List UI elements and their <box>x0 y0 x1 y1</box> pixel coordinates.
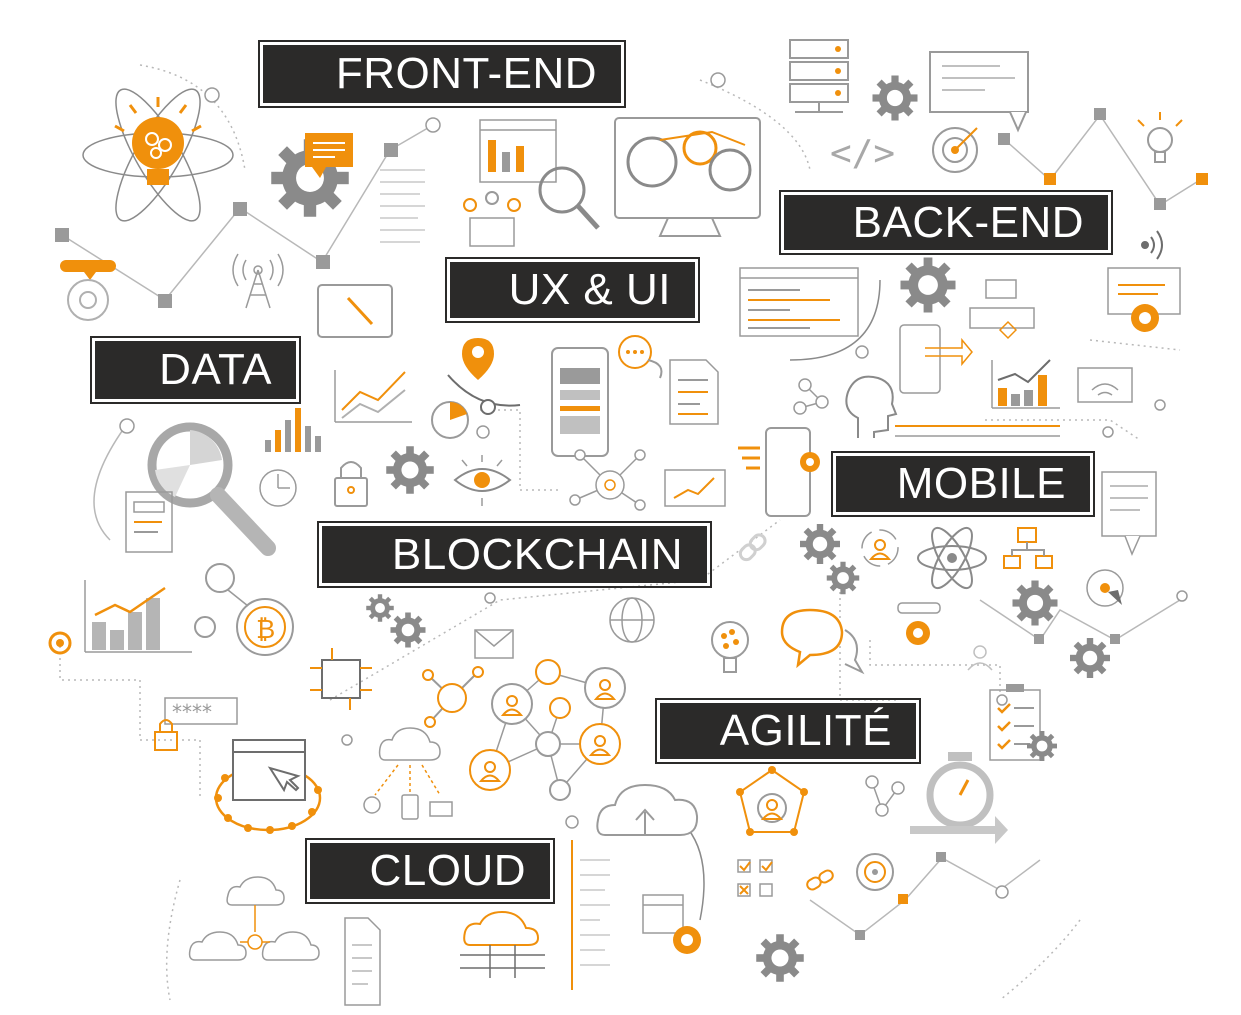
mail-icon <box>474 629 514 659</box>
cloud-network-icon <box>188 876 320 961</box>
flowchart-icon <box>969 279 1035 340</box>
data-magnifier-icon <box>147 422 276 556</box>
bar-chart-window-icon <box>479 119 557 183</box>
label-data: DATA <box>90 336 301 404</box>
signal-icon <box>1141 230 1163 260</box>
network-links-icon <box>865 775 905 817</box>
report-icon <box>125 491 173 553</box>
book-gears-icon <box>463 191 521 247</box>
eye-icon <box>453 455 512 506</box>
chip-icon <box>310 648 372 710</box>
cloud-devices-icon <box>363 727 453 820</box>
label-agilite-text: AGILITÉ <box>719 706 892 755</box>
link-icon <box>738 533 767 562</box>
magnifier-icon <box>538 166 600 230</box>
line-chart-icon <box>664 469 726 507</box>
tablet-pen-icon <box>317 284 393 338</box>
smartphone-icon <box>551 347 609 457</box>
password-mask: **** <box>172 700 212 724</box>
label-blockchain: BLOCKCHAIN <box>317 521 712 588</box>
growth-chart-icon <box>84 580 192 653</box>
monitor-gears-icon <box>614 117 761 237</box>
chat-dots-icon <box>618 335 663 379</box>
antenna-icon <box>232 253 284 309</box>
speech-bubbles-icon <box>780 608 865 675</box>
folder-gear-icon <box>1107 267 1181 332</box>
label-front-end-text: FRONT-END <box>335 49 597 98</box>
rising-chart-icon <box>334 370 412 423</box>
bitcoin-icon: ₿ <box>194 563 294 656</box>
stopwatch-icon <box>910 752 1008 844</box>
checklist-icon <box>989 684 1041 761</box>
idea-bulb-icon <box>711 621 749 673</box>
server-icon <box>789 39 849 113</box>
bitcoin-symbol: ₿ <box>256 615 275 645</box>
code-editor-window-icon <box>739 267 859 337</box>
wifi-icon <box>1077 367 1133 403</box>
molecule-icon <box>793 378 829 415</box>
map-pin-icon <box>447 338 521 415</box>
hierarchy-icon <box>1003 527 1053 569</box>
padlock-icon <box>334 461 368 507</box>
radar-icon <box>1086 569 1124 607</box>
label-cloud: CLOUD <box>305 838 555 904</box>
user-cycle-icon <box>861 529 899 567</box>
app-window-icon <box>642 894 701 954</box>
mobile-phone-icon <box>738 427 820 517</box>
target-bullseye-icon <box>856 853 894 891</box>
clock-icon <box>259 469 297 507</box>
text-document-icon <box>344 917 381 1006</box>
note-bubble-icon <box>1101 471 1157 556</box>
team-pentagon-icon <box>736 766 808 836</box>
label-cloud-text: CLOUD <box>369 846 526 895</box>
label-back-end: BACK-END <box>779 190 1113 255</box>
globe-icon <box>609 597 655 643</box>
location-tag-icon <box>60 260 116 321</box>
label-blockchain-text: BLOCKCHAIN <box>391 529 683 579</box>
password-field-icon: **** <box>154 697 238 751</box>
vote-boxes-icon <box>737 859 773 897</box>
head-circuit-icon <box>845 375 898 438</box>
person-icon <box>967 645 993 671</box>
chat-bubble-icon <box>305 133 353 178</box>
cloud-upload-icon <box>596 783 699 836</box>
gear-tag-icon <box>897 602 941 645</box>
label-front-end: FRONT-END <box>258 40 626 108</box>
target-ring-icon <box>48 631 72 655</box>
label-data-text: DATA <box>159 345 272 394</box>
label-ux-ui: UX & UI <box>445 257 700 323</box>
pie-chart-icon <box>431 401 469 439</box>
people-network-icon <box>469 659 626 801</box>
cloud-circuit-icon <box>460 910 545 978</box>
bars-icon <box>265 408 321 452</box>
label-agilite: AGILITÉ <box>655 698 921 764</box>
chain-icon <box>806 869 834 891</box>
network-hub-icon <box>569 449 646 511</box>
label-ux-ui-text: UX & UI <box>508 265 671 314</box>
phone-transfer-icon <box>899 324 973 394</box>
browser-cursor-icon <box>214 739 322 834</box>
node-network-icon <box>422 666 484 728</box>
atom-icon <box>917 526 987 590</box>
label-mobile-text: MOBILE <box>896 459 1066 508</box>
document-icon <box>669 359 719 425</box>
small-lightbulb-icon <box>1137 112 1183 163</box>
trend-chart-icon <box>991 359 1060 409</box>
message-bubble-icon <box>929 51 1029 133</box>
target-icon <box>932 127 978 173</box>
label-mobile: MOBILE <box>831 451 1095 517</box>
code-symbol: </> <box>830 133 895 174</box>
label-back-end-text: BACK-END <box>852 197 1084 247</box>
